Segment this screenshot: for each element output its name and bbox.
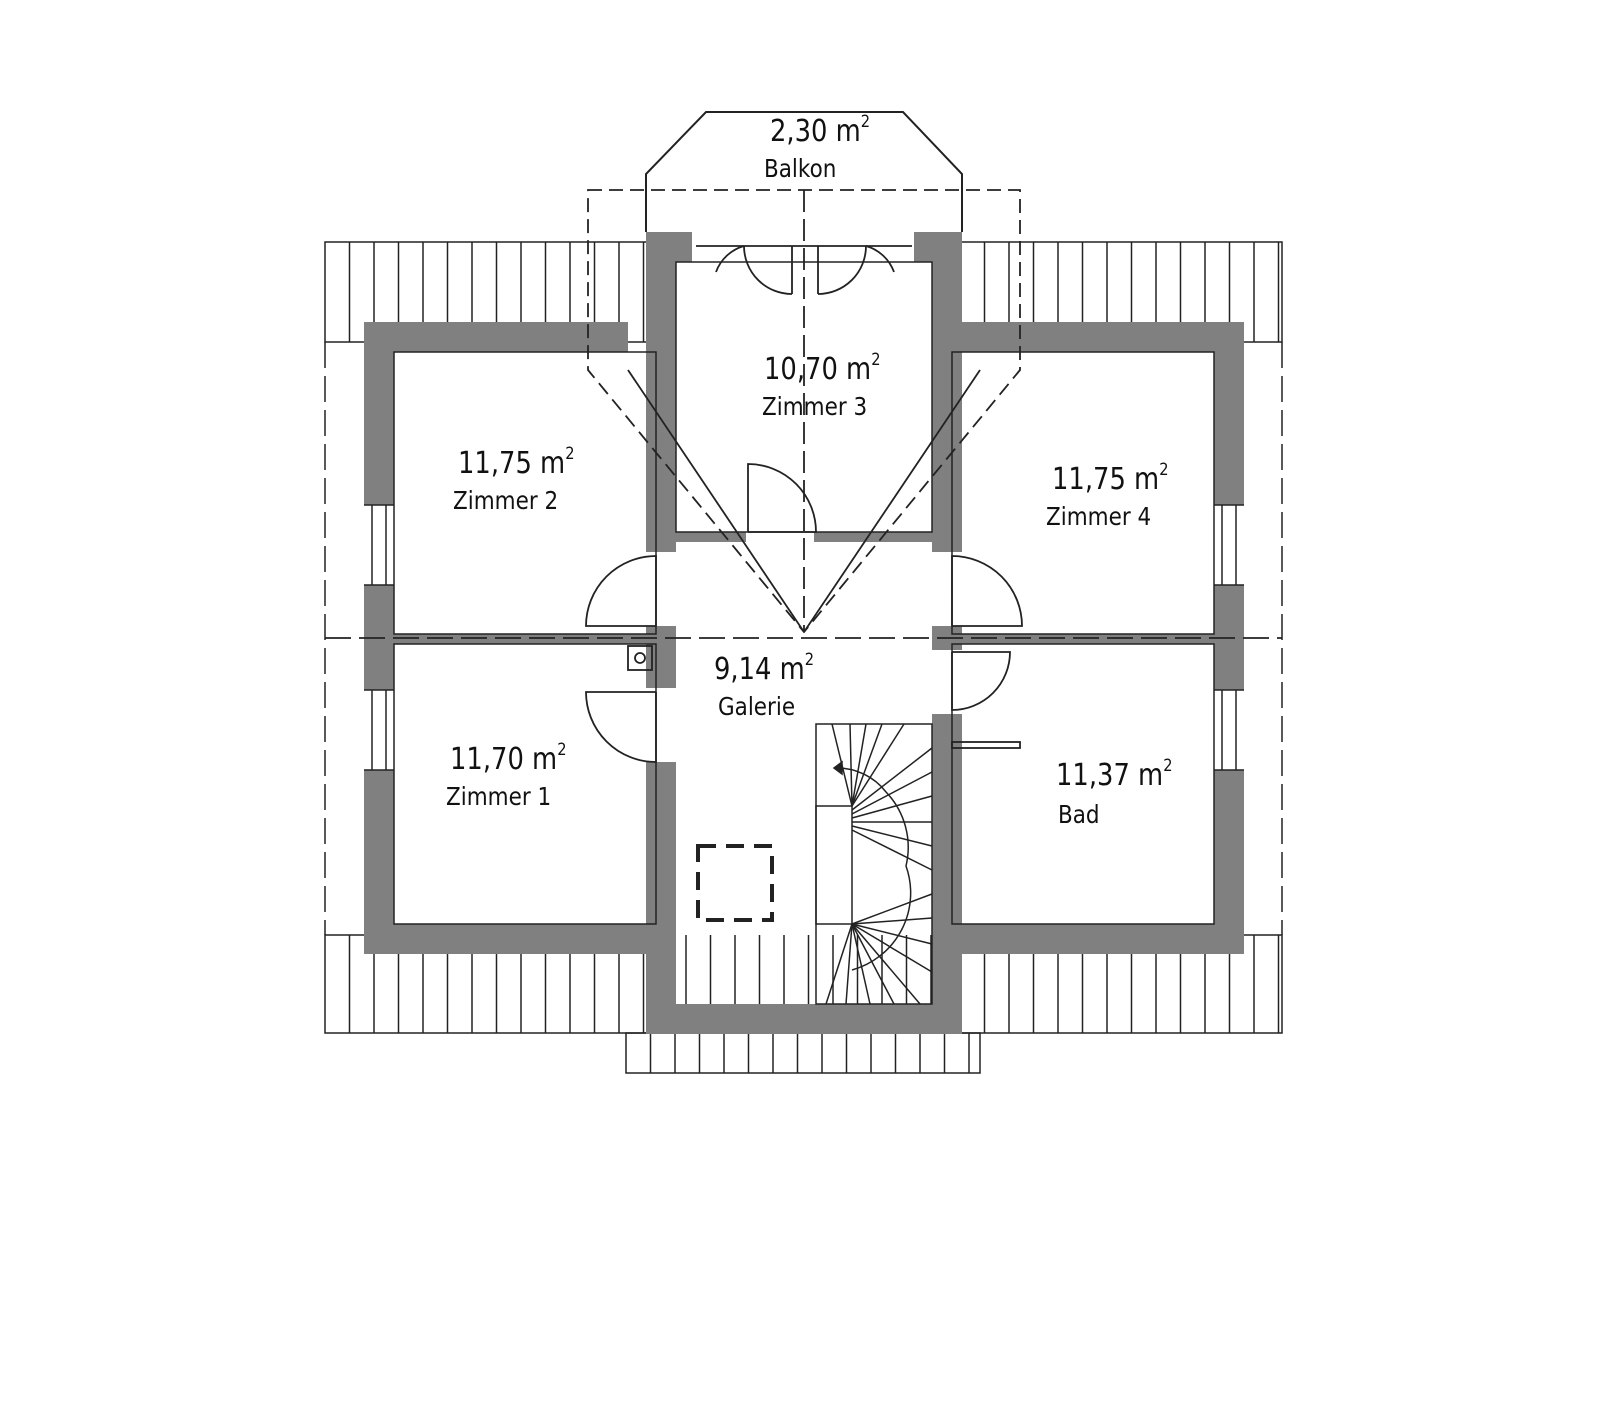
- stair-arrow: [832, 760, 843, 776]
- dashed-dormer: [587, 189, 1021, 634]
- wall-zimmer4-bad: [952, 634, 1214, 644]
- window-zimmer4: [1214, 505, 1244, 585]
- stair-tread: [845, 923, 853, 1005]
- zimmer2-outline: [393, 351, 657, 635]
- stair-tread: [851, 771, 933, 815]
- zimmer1-area: 11,70 m2: [450, 740, 567, 777]
- window-bad: [1214, 690, 1244, 770]
- door-zimmer4: [951, 555, 1023, 627]
- balcony-side-left-arc: [715, 245, 745, 273]
- zimmer1-name: Zimmer 1: [446, 782, 552, 811]
- chimney-flue: [634, 652, 646, 664]
- zimmer2-name: Zimmer 2: [453, 486, 559, 515]
- hip-right: [803, 369, 981, 633]
- stair-tread: [851, 923, 871, 1005]
- stair-tread: [851, 829, 933, 871]
- stair-newel: [815, 805, 853, 925]
- bad-name: Bad: [1058, 800, 1100, 829]
- window-zimmer2: [364, 505, 394, 585]
- door-bad: [951, 651, 1011, 711]
- stair-tread: [851, 923, 921, 1005]
- zimmer3-area: 10,70 m2: [764, 350, 881, 387]
- door-zimmer3: [747, 463, 817, 533]
- zimmer3-name: Zimmer 3: [762, 392, 868, 421]
- wall-core-right: [932, 232, 962, 1032]
- zimmer4-name: Zimmer 4: [1046, 502, 1152, 531]
- balcony-door-left-arc: [743, 245, 793, 295]
- galerie-area: 9,14 m2: [714, 650, 815, 687]
- stair-tread: [851, 723, 905, 807]
- stair-tread: [825, 923, 853, 1005]
- balkon-area: 2,30 m2: [770, 112, 871, 149]
- zimmer1-outline: [393, 643, 657, 925]
- wall-core-bottom: [646, 1004, 962, 1034]
- balkon-name: Balkon: [764, 154, 837, 183]
- chimney: [627, 645, 653, 671]
- wall-outer-bottom-right: [934, 924, 1244, 954]
- stair-tread: [851, 795, 933, 819]
- galerie-name: Galerie: [718, 692, 796, 721]
- stair-tread: [851, 923, 933, 945]
- stair-tread: [851, 923, 933, 973]
- walls: [364, 232, 1244, 1034]
- plan-details: [325, 111, 1282, 925]
- stair-tread: [851, 893, 933, 925]
- balcony-door-gap: [692, 232, 914, 262]
- door-gap-zimmer1: [646, 688, 676, 762]
- hip-left: [627, 369, 805, 633]
- door-gap-zimmer3: [746, 532, 814, 542]
- door-zimmer2: [585, 555, 657, 627]
- balcony-outline: [645, 111, 963, 232]
- stair-walkline: [835, 767, 912, 971]
- stair-tread: [851, 917, 933, 925]
- balcony-door-right-arc: [817, 245, 867, 295]
- door-gap-bad: [932, 650, 962, 714]
- wall-outer-top-right: [958, 322, 1244, 352]
- stair-tread: [851, 825, 933, 847]
- zimmer4-outline: [951, 351, 1215, 635]
- door-zimmer1: [585, 691, 657, 763]
- roof-bottom-center-outline: [625, 1032, 981, 1074]
- wall-core-left-dup: [646, 232, 676, 1032]
- window-zimmer1: [364, 690, 394, 770]
- bad-area: 11,37 m2: [1056, 756, 1173, 793]
- stair-tread: [851, 923, 895, 1005]
- bad-partition: [951, 741, 1021, 749]
- wall-outer-bottom-left: [364, 924, 648, 954]
- door-gap-zimmer2: [646, 552, 676, 626]
- stair-tread: [849, 723, 853, 807]
- bad-outline: [951, 643, 1215, 925]
- balcony-side-right-arc: [865, 245, 895, 273]
- staircase: [815, 723, 933, 1005]
- zimmer4-area: 11,75 m2: [1052, 460, 1169, 497]
- stair-tread: [851, 723, 867, 807]
- door-gap-zimmer4: [932, 552, 962, 626]
- wall-zimmer2-zimmer1: [394, 634, 656, 644]
- stair-tread: [851, 723, 883, 807]
- wall-outer-top-left: [364, 322, 628, 352]
- attic-hatch: [696, 844, 774, 922]
- zimmer2-area: 11,75 m2: [458, 444, 575, 481]
- stair-tread: [851, 747, 933, 811]
